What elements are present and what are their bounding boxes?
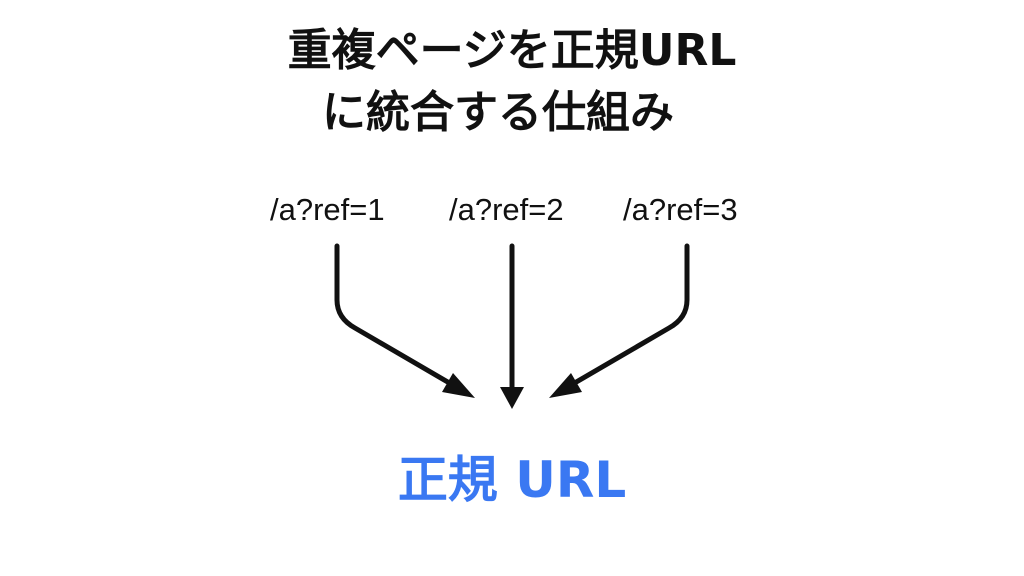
arrow-down-left-icon <box>549 243 690 398</box>
source-url-2: /a?ref=2 <box>449 192 564 227</box>
source-url-3: /a?ref=3 <box>623 192 738 227</box>
canonical-url-label: 正規 URL <box>397 451 627 509</box>
source-url-1: /a?ref=1 <box>270 192 385 227</box>
arrow-down-icon <box>500 243 524 409</box>
title-line-1: 重複ページを正規URL <box>287 25 737 76</box>
arrow-down-right-icon <box>334 243 475 398</box>
title-line-2: に統合する仕組み <box>322 87 674 138</box>
